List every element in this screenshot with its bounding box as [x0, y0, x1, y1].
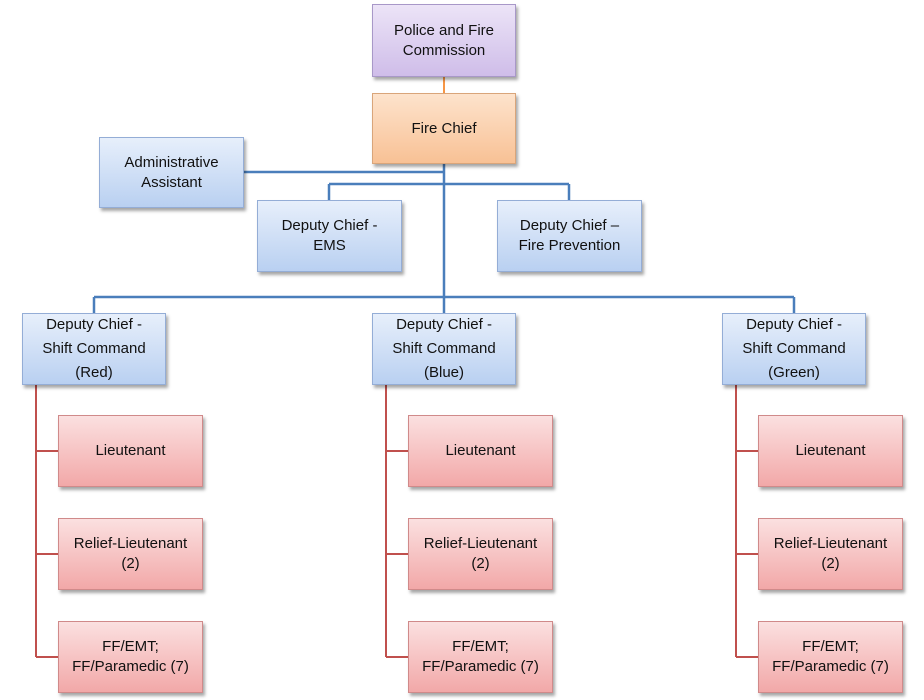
- shift-line2: Shift Command: [742, 340, 846, 357]
- shift-line1: Deputy Chief -: [746, 316, 842, 333]
- shift-line3: (Blue): [423, 364, 464, 381]
- ff-emt-paramedic-box: FF/EMT; FF/Paramedic (7): [58, 621, 203, 693]
- lieutenant-box: Lieutenant: [758, 415, 903, 487]
- unit-line1: Relief-Lieutenant: [773, 535, 888, 552]
- relief-lieutenant-box: Relief-Lieutenant (2): [408, 518, 553, 590]
- connector-units-green: [735, 385, 758, 658]
- shift-line3: (Red): [75, 364, 113, 381]
- shift-line1: Deputy Chief -: [396, 316, 492, 333]
- commission-line2: Commission: [402, 41, 486, 59]
- connector-units-blue: [385, 385, 408, 658]
- shift-command-green-box: Deputy Chief - Shift Command (Green): [722, 313, 866, 385]
- shift-line3: (Green): [768, 364, 820, 381]
- shift-line2: Shift Command: [392, 340, 496, 357]
- unit-line1: FF/EMT;: [452, 638, 509, 655]
- shift-line2: Shift Command: [42, 340, 146, 357]
- unit-line1: Relief-Lieutenant: [423, 535, 538, 552]
- ff-emt-paramedic-box: FF/EMT; FF/Paramedic (7): [758, 621, 903, 693]
- relief-lieutenant-box: Relief-Lieutenant (2): [758, 518, 903, 590]
- unit-line2: (2): [121, 555, 140, 572]
- unit-line2: (2): [821, 555, 840, 572]
- deputy-ems-line1: Deputy Chief -: [281, 217, 378, 234]
- unit-line2: FF/Paramedic (7): [772, 658, 889, 675]
- connector-units-red: [35, 385, 58, 658]
- unit-line1: Lieutenant: [95, 442, 166, 459]
- relief-lieutenant-box: Relief-Lieutenant (2): [58, 518, 203, 590]
- unit-line1: Lieutenant: [795, 442, 866, 459]
- unit-line1: Lieutenant: [445, 442, 516, 459]
- admin-assistant-line2: Assistant: [141, 173, 202, 191]
- shift-command-blue-box: Deputy Chief - Shift Command (Blue): [372, 313, 516, 385]
- unit-line1: FF/EMT;: [802, 638, 859, 655]
- lieutenant-box: Lieutenant: [58, 415, 203, 487]
- commission-line1: Police and Fire: [393, 21, 495, 39]
- unit-line2: (2): [471, 555, 490, 572]
- deputy-fire-prevention-line1: Deputy Chief –: [519, 217, 620, 234]
- lieutenant-box: Lieutenant: [408, 415, 553, 487]
- admin-assistant-line1: Administrative: [124, 153, 219, 171]
- unit-line2: FF/Paramedic (7): [72, 658, 189, 675]
- fire-chief-label: Fire Chief: [411, 119, 477, 137]
- fire-chief-box: Fire Chief: [372, 93, 516, 164]
- unit-line2: FF/Paramedic (7): [422, 658, 539, 675]
- ff-emt-paramedic-box: FF/EMT; FF/Paramedic (7): [408, 621, 553, 693]
- deputy-fire-prevention-box: Deputy Chief – Fire Prevention: [497, 200, 642, 272]
- unit-line1: Relief-Lieutenant: [73, 535, 188, 552]
- commission-box: Police and Fire Commission: [372, 4, 516, 77]
- deputy-ems-line2: EMS: [313, 237, 346, 254]
- deputy-ems-box: Deputy Chief - EMS: [257, 200, 402, 272]
- deputy-fire-prevention-line2: Fire Prevention: [518, 237, 621, 254]
- unit-line1: FF/EMT;: [102, 638, 159, 655]
- admin-assistant-box: Administrative Assistant: [99, 137, 244, 208]
- shift-line1: Deputy Chief -: [46, 316, 142, 333]
- shift-command-red-box: Deputy Chief - Shift Command (Red): [22, 313, 166, 385]
